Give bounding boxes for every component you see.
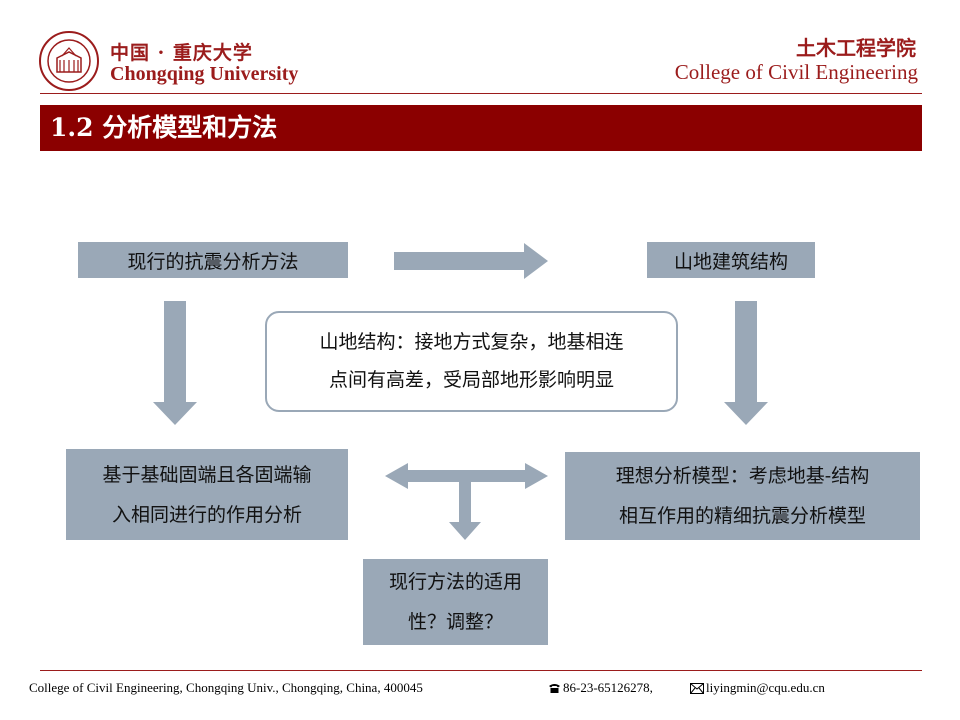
current-method-box: 现行的抗震分析方法 — [78, 242, 348, 278]
footer-email: liyingmin@cqu.edu.cn — [690, 680, 825, 696]
university-name-en: Chongqing University — [110, 63, 299, 85]
question-line-2: 性？调整？ — [407, 611, 503, 633]
arrow-down-left — [153, 301, 197, 425]
title-bar — [40, 105, 922, 151]
phone-number: 86-23-65126278, — [563, 680, 653, 695]
mountain-structure-label: 山地建筑结构 — [673, 250, 788, 273]
mountain-structure-box: 山地建筑结构 — [647, 242, 815, 278]
note-line-2: 点间有高差，受局部地形影响明显 — [328, 369, 614, 391]
applicability-question-box: 现行方法的适用 性？调整？ — [363, 559, 548, 645]
phone-icon — [549, 684, 560, 693]
fixed-base-line-1: 基于基础固端且各固端输 — [102, 463, 312, 486]
university-seal-icon — [39, 31, 99, 91]
note-line-1: 山地结构：接地方式复杂，地基相连 — [319, 331, 624, 353]
envelope-icon — [690, 683, 704, 694]
arrow-right-top — [394, 243, 548, 279]
question-line-1: 现行方法的适用 — [388, 571, 522, 593]
ideal-model-box: 理想分析模型：考虑地基-结构 相互作用的精细抗震分析模型 — [565, 452, 920, 540]
university-name-cn: 中国 · 重庆大学 — [110, 42, 253, 64]
ideal-model-line-1: 理想分析模型：考虑地基-结构 — [615, 465, 870, 487]
header-divider — [40, 93, 922, 94]
college-name-cn: 土木工程学院 — [796, 36, 916, 60]
current-method-label: 现行的抗震分析方法 — [127, 250, 299, 273]
arrow-down-right — [724, 301, 768, 425]
footer-address: College of Civil Engineering, Chongqing … — [29, 680, 423, 695]
email-address: liyingmin@cqu.edu.cn — [706, 680, 825, 695]
fixed-base-analysis-box: 基于基础固端且各固端输 入相同进行的作用分析 — [66, 449, 348, 540]
fixed-base-line-2: 入相同进行的作用分析 — [111, 503, 302, 526]
arrow-double-t — [385, 463, 548, 540]
footer-divider — [40, 670, 922, 671]
footer-phone: 86-23-65126278, — [548, 680, 653, 696]
slide-title: 1.2 分析模型和方法 — [50, 113, 278, 142]
college-name-en: College of Civil Engineering — [674, 60, 918, 84]
mountain-structure-note: 山地结构：接地方式复杂，地基相连 点间有高差，受局部地形影响明显 — [265, 311, 678, 412]
ideal-model-line-2: 相互作用的精细抗震分析模型 — [618, 505, 866, 527]
